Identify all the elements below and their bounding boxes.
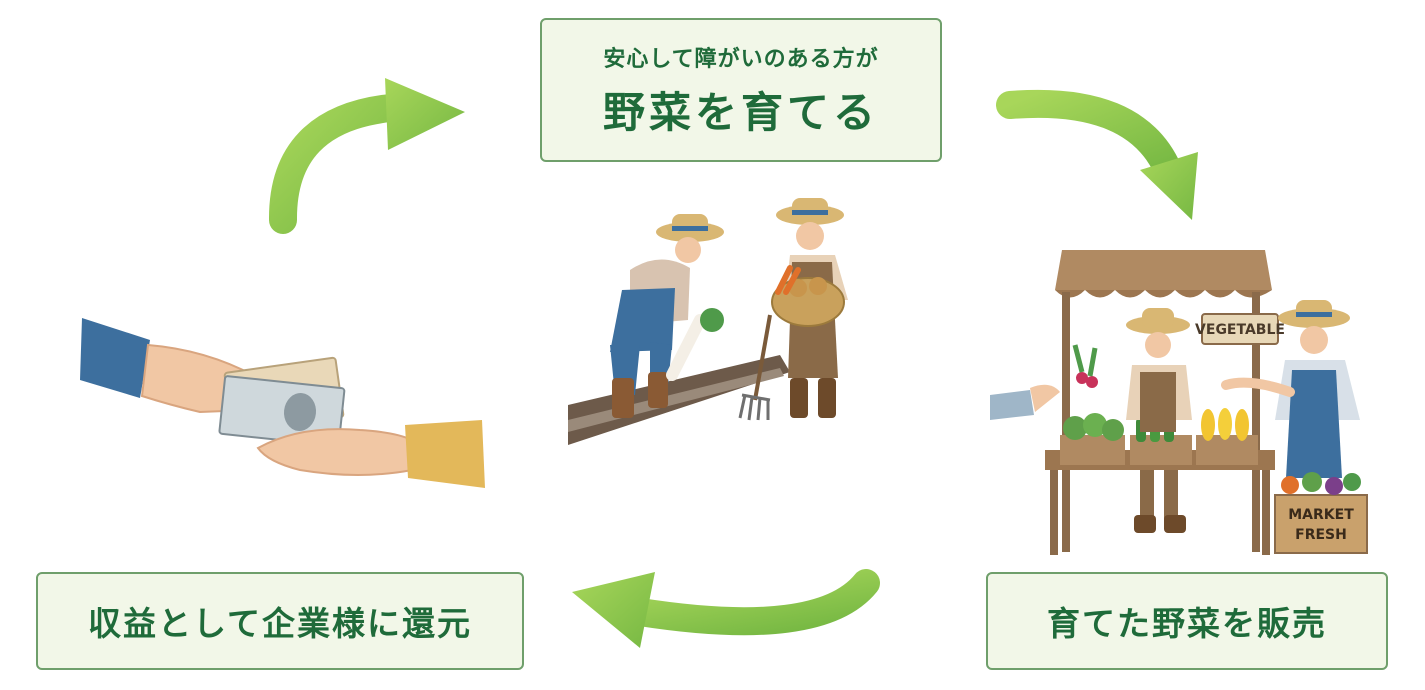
crate-text-line1: MARKET	[1288, 507, 1354, 523]
crate-text-line2: FRESH	[1295, 527, 1347, 543]
vegetable-stall-icon: VEGETABLE	[990, 250, 1368, 555]
return-to-company-label: 収益として企業様に還元	[87, 604, 472, 643]
curved-arrow-icon	[268, 78, 465, 234]
farmers-icon	[568, 198, 848, 445]
curved-arrow-icon	[996, 89, 1198, 220]
money-handover-icon	[80, 318, 485, 488]
sell-vegetables-box: 育てた野菜を販売	[986, 572, 1388, 670]
curved-arrow-icon	[572, 569, 880, 648]
stall-sign-text: VEGETABLE	[1195, 322, 1285, 338]
return-to-company-box: 収益として企業様に還元	[36, 572, 524, 670]
grow-vegetables-subtitle: 安心して障がいのある方が	[603, 46, 879, 72]
sell-vegetables-label: 育てた野菜を販売	[1047, 604, 1327, 643]
grow-vegetables-box: 安心して障がいのある方が 野菜を育てる	[540, 18, 942, 162]
grow-vegetables-title: 野菜を育てる	[602, 87, 879, 137]
